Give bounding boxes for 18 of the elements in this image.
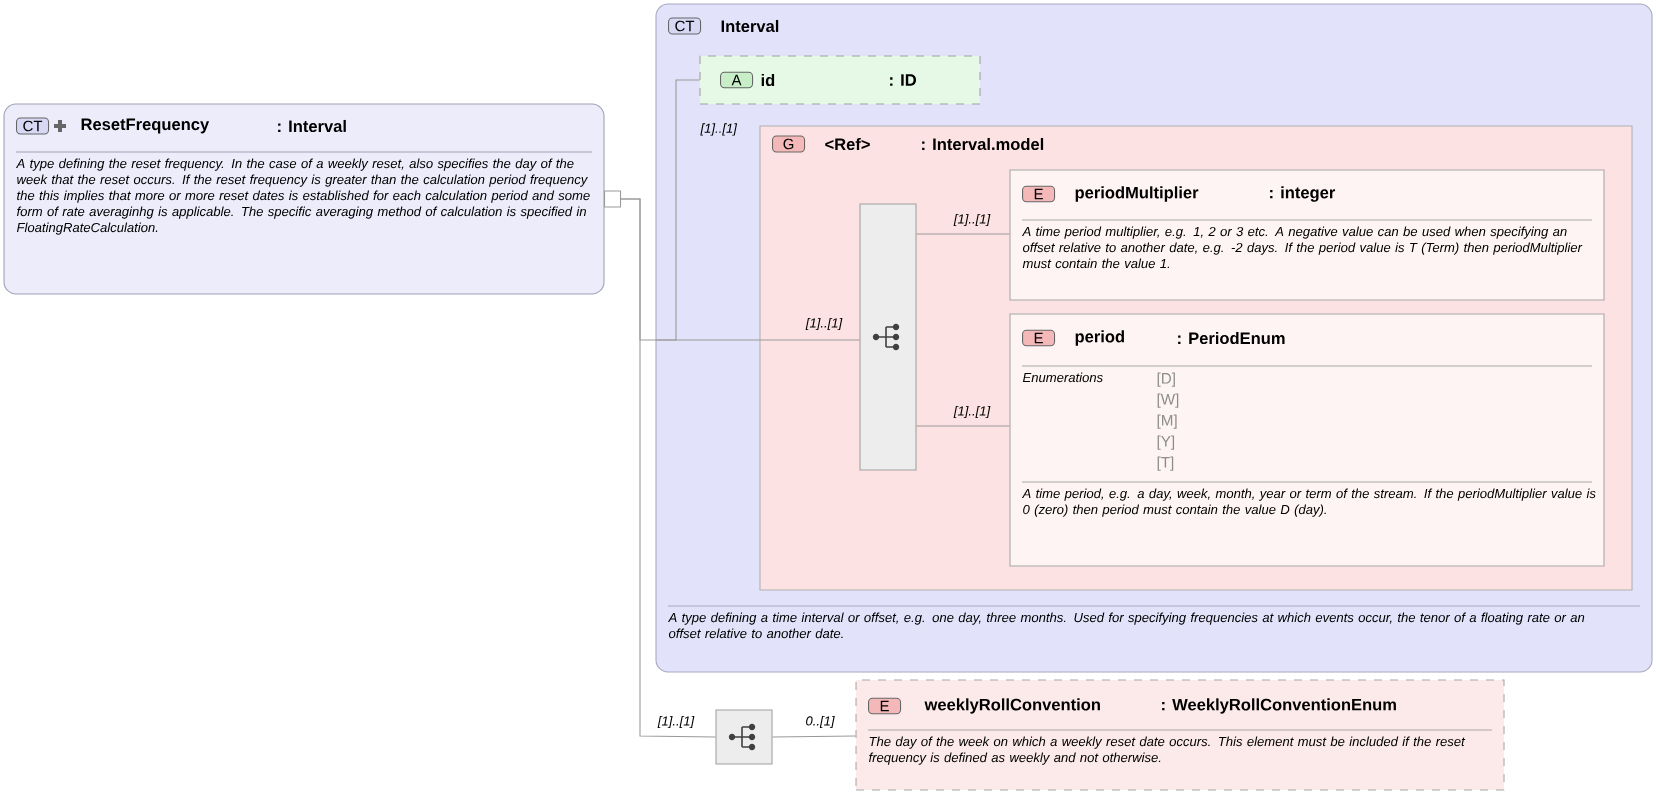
type-name: : Interval	[278, 119, 346, 133]
type-name: <Ref>	[825, 137, 870, 151]
type-name: weeklyRollConvention	[924, 698, 1100, 714]
connector-line	[916, 233, 1010, 235]
type-name: : ID	[890, 74, 916, 86]
connector-line	[772, 735, 856, 738]
type-name: periodMultiplier	[1075, 186, 1199, 202]
type-name: : Interval.model	[922, 137, 1044, 151]
connector-line	[916, 425, 1010, 427]
type-name: ResetFrequency	[81, 118, 210, 134]
connector-line	[654, 339, 860, 341]
type-name: Interval	[721, 19, 779, 33]
type-name: : PeriodEnum	[1178, 331, 1285, 345]
type-name: id	[761, 73, 775, 87]
connector-line	[620, 198, 716, 738]
type-name: : integer	[1270, 186, 1336, 202]
type-name: period	[1075, 330, 1124, 346]
type-name: : WeeklyRollConventionEnum	[1162, 698, 1396, 714]
